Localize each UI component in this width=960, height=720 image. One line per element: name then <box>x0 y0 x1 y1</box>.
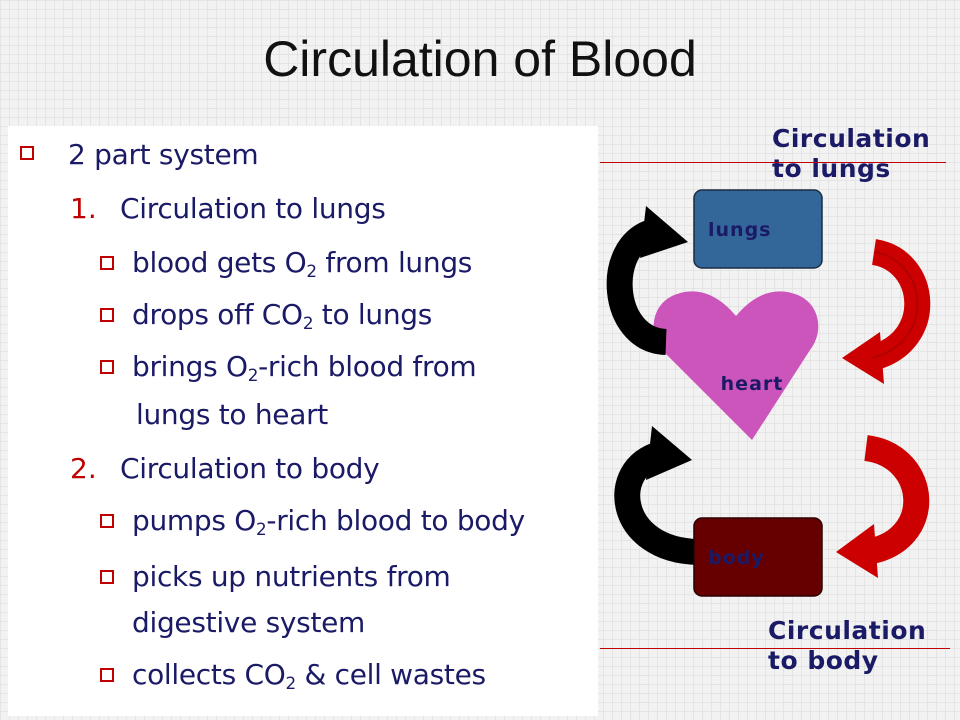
arrow-body-to-heart <box>614 426 699 565</box>
list-item: drops off CO2 to lungs <box>132 298 433 334</box>
bullet-icon <box>100 256 114 270</box>
list-item: blood gets O2 from lungs <box>132 246 473 282</box>
list-item-continuation: digestive system <box>132 606 366 639</box>
content-panel <box>8 126 598 716</box>
list-item: pumps O2-rich blood to body <box>132 504 525 540</box>
circulation-diagram: heart lungs body <box>606 189 931 597</box>
body-label: body <box>708 547 765 569</box>
arrow-heart-to-lungs <box>606 206 688 355</box>
bullet-icon <box>100 360 114 374</box>
caption-circulation-to-body: Circulation to body <box>768 616 927 675</box>
list-item: 2 part system <box>68 138 259 171</box>
bullet-icon <box>100 570 114 584</box>
bullet-icon <box>100 308 114 322</box>
lungs-label: lungs <box>708 219 771 241</box>
bullet-icon <box>20 146 34 160</box>
slide-title: Circulation of Blood <box>263 31 697 87</box>
list-number: 1. <box>70 192 97 225</box>
list-item: brings O2-rich blood from <box>132 350 477 386</box>
divider-line-top <box>600 162 946 163</box>
list-item: collects CO2 & cell wastes <box>132 658 486 694</box>
lungs-box <box>693 189 823 269</box>
heart-shape <box>653 291 819 440</box>
divider-line-bottom <box>600 648 950 649</box>
heart-label: heart <box>721 373 784 395</box>
caption-circulation-to-lungs: Circulation to lungs <box>772 124 931 183</box>
body-box <box>693 517 823 597</box>
list-item-continuation: lungs to heart <box>136 398 328 431</box>
bullet-icon <box>100 668 114 682</box>
list-item: Circulation to lungs <box>120 192 386 225</box>
bullet-icon <box>100 514 114 528</box>
list-number: 2. <box>70 452 97 485</box>
list-item: picks up nutrients from <box>132 560 451 593</box>
arrow-lungs-to-heart <box>842 239 931 384</box>
list-item: Circulation to body <box>120 452 380 485</box>
arrow-heart-to-body <box>836 435 930 578</box>
